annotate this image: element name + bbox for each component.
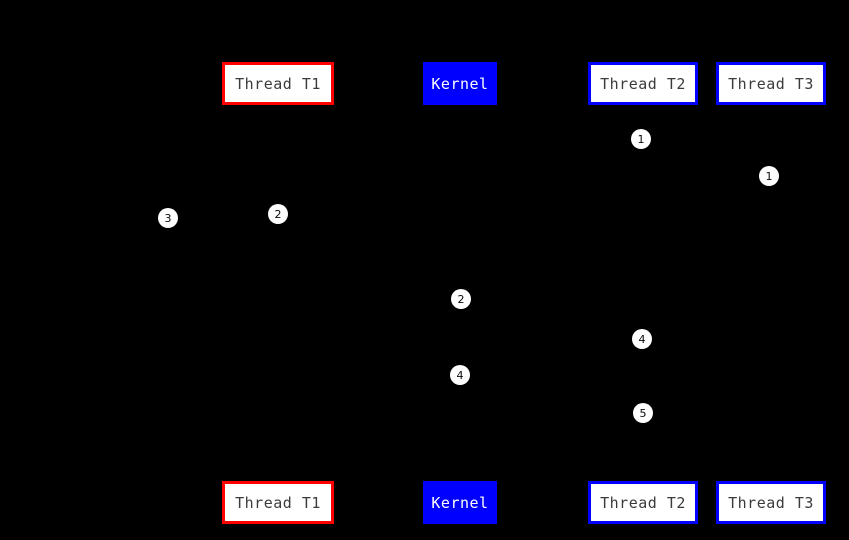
lifeline-t3	[771, 105, 772, 481]
participant-box-t3-bottom[interactable]: Thread T3	[716, 481, 826, 524]
sequence-number-badge: 1	[631, 129, 651, 149]
participant-box-t3-top[interactable]: Thread T3	[716, 62, 826, 105]
sequence-number-badge: 2	[451, 289, 471, 309]
participant-box-t1-bottom[interactable]: Thread T1	[222, 481, 334, 524]
sequence-number-badge: 5	[633, 403, 653, 423]
lifeline-t1	[278, 105, 279, 481]
sequence-number-badge: 3	[158, 208, 178, 228]
participant-label-kernel-top: Kernel	[431, 74, 489, 93]
participant-label-t1-bottom: Thread T1	[235, 493, 321, 512]
participant-box-t2-top[interactable]: Thread T2	[588, 62, 698, 105]
participant-label-t2-top: Thread T2	[600, 74, 686, 93]
participant-label-t3-bottom: Thread T3	[728, 493, 814, 512]
participant-box-t2-bottom[interactable]: Thread T2	[588, 481, 698, 524]
participant-label-t2-bottom: Thread T2	[600, 493, 686, 512]
sequence-number-badge: 1	[759, 166, 779, 186]
participant-box-t1-top[interactable]: Thread T1	[222, 62, 334, 105]
sequence-number-badge: 4	[632, 329, 652, 349]
sequence-number-badge: 2	[268, 204, 288, 224]
sequence-number-badge: 4	[450, 365, 470, 385]
lifeline-t2	[643, 105, 644, 481]
participant-box-kernel-top[interactable]: Kernel	[423, 62, 497, 105]
participant-label-t3-top: Thread T3	[728, 74, 814, 93]
participant-box-kernel-bottom[interactable]: Kernel	[423, 481, 497, 524]
participant-label-kernel-bottom: Kernel	[431, 493, 489, 512]
participant-label-t1-top: Thread T1	[235, 74, 321, 93]
